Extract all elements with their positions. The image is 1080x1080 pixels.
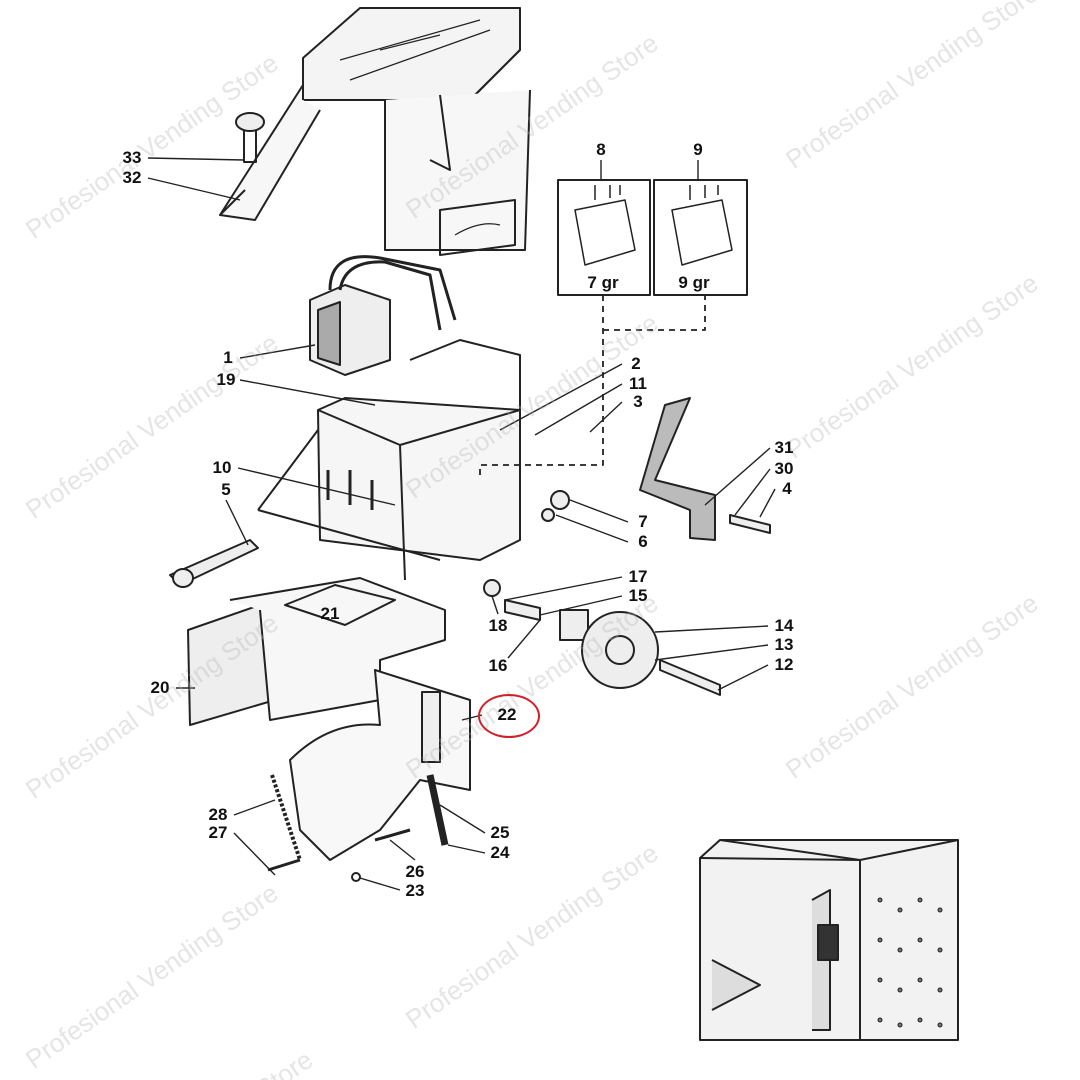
hopper-top-part	[219, 7, 531, 256]
callout-21: 21	[320, 604, 340, 623]
callout-27: 27	[208, 823, 228, 842]
callout-6: 6	[638, 532, 648, 551]
callout-8: 8	[596, 140, 606, 159]
callout-14: 14	[774, 616, 794, 635]
callout-15: 15	[628, 586, 648, 605]
callout-13: 13	[774, 635, 794, 654]
callout-16: 16	[488, 656, 508, 675]
callout-23: 23	[405, 881, 425, 900]
callout-7gr: 7 gr	[587, 273, 619, 292]
machine-thumbnail	[699, 839, 959, 1041]
vent-holes	[877, 897, 943, 1028]
frame-box-2	[257, 339, 521, 581]
hardware	[169, 490, 771, 696]
callout-25: 25	[490, 823, 510, 842]
callout-11: 11	[629, 374, 647, 393]
callout-17: 17	[628, 567, 648, 586]
bracket-20-21	[187, 577, 446, 726]
callout-26: 26	[405, 862, 425, 881]
solenoid-1	[309, 255, 457, 376]
callout-32: 32	[122, 168, 142, 187]
callout-18: 18	[488, 616, 508, 635]
plate-22	[267, 669, 471, 882]
callout-1: 1	[223, 348, 233, 367]
callout-12: 12	[774, 655, 794, 674]
callout-22: 22	[497, 705, 517, 724]
callout-28: 28	[208, 805, 228, 824]
callout-3: 3	[633, 392, 643, 411]
highlight-circle-22	[478, 694, 540, 738]
leader-lines	[147, 157, 776, 891]
callout-4: 4	[782, 479, 792, 498]
callout-9gr: 9 gr	[678, 273, 710, 292]
lever-31	[639, 397, 716, 541]
callout-2: 2	[631, 354, 641, 373]
callout-9: 9	[693, 140, 703, 159]
callout-20: 20	[150, 678, 170, 697]
callout-10: 10	[212, 458, 232, 477]
callout-31: 31	[774, 438, 794, 457]
callout-19: 19	[216, 370, 236, 389]
screw-33	[235, 112, 265, 163]
callout-33: 33	[122, 148, 142, 167]
callout-7: 7	[638, 512, 648, 531]
callout-5: 5	[221, 480, 231, 499]
callout-24: 24	[490, 843, 510, 862]
callout-30: 30	[774, 459, 794, 478]
microswitch-boxes	[479, 179, 748, 480]
